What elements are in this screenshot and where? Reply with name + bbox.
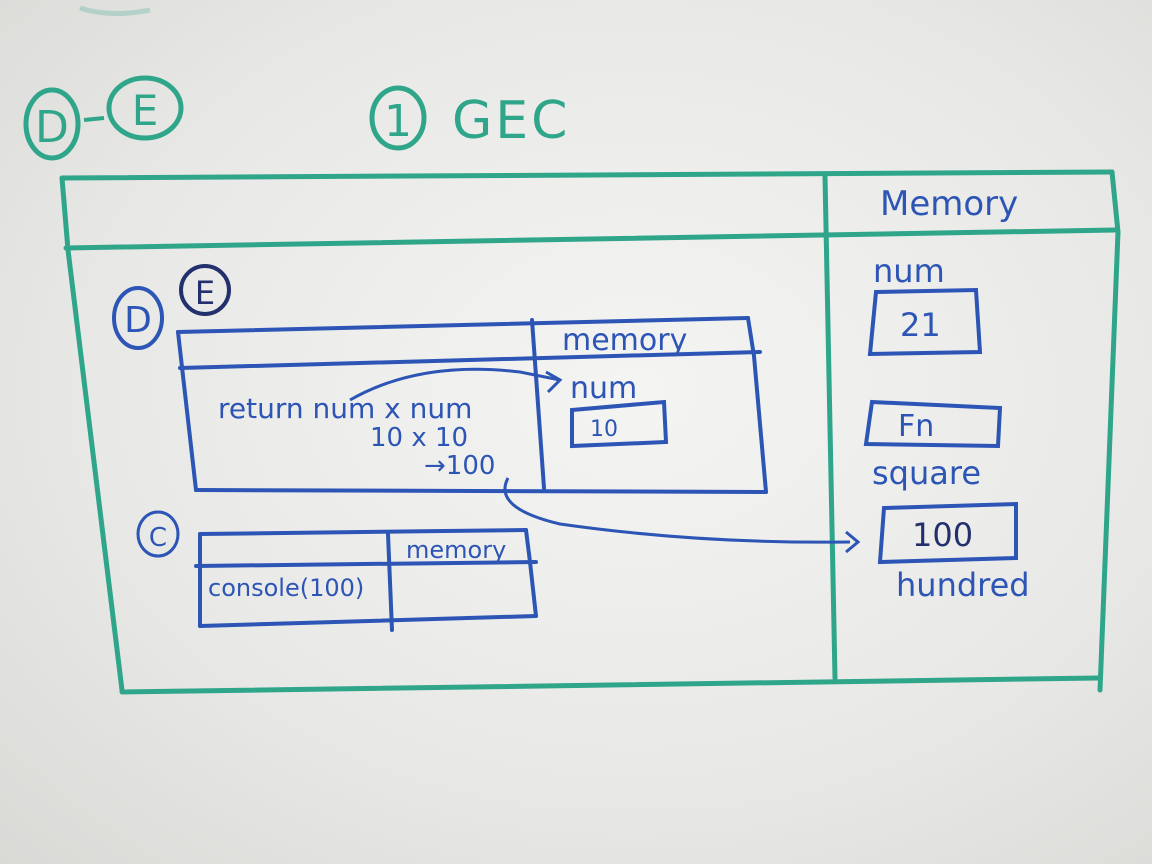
heading-title: GEC <box>452 91 570 151</box>
marker-e-label: E <box>132 86 159 135</box>
circle-c-icon <box>136 510 180 558</box>
circle-d-small-icon <box>112 286 164 350</box>
top-left-markers: D E <box>23 75 184 161</box>
fn-context-markers: D E <box>112 264 231 350</box>
gec-heading: 1 GEC <box>369 85 570 151</box>
fn-marker-e: E <box>195 274 215 312</box>
console-memory-header: memory <box>406 536 506 564</box>
circle-e-small-icon <box>179 264 231 316</box>
circle-e-icon <box>106 75 184 141</box>
circle-d-icon <box>23 87 81 161</box>
arrow-to-num <box>349 367 561 402</box>
arrow-head-num-icon <box>545 370 563 394</box>
marker-d-label: D <box>35 102 69 153</box>
fn-memory-header: memory <box>562 323 687 358</box>
console-context: C memory console(100) <box>136 510 538 632</box>
fn-code-multiply: 10 x 10 <box>370 423 468 453</box>
fn-code-result: →100 <box>424 451 495 481</box>
memory-hundred-box <box>877 501 1018 565</box>
heading-step: 1 <box>384 96 412 147</box>
circle-one-icon <box>369 85 427 151</box>
fn-code-return: return num x num <box>218 392 472 425</box>
fn-memory-num-box <box>570 399 669 449</box>
gec-memory-header: Memory <box>880 184 1018 224</box>
console-marker: C <box>149 523 167 553</box>
fn-marker-d: D <box>124 300 152 341</box>
memory-num-value: 21 <box>900 306 941 344</box>
gec-memory-column: num 21 Fn square 100 hundred <box>863 252 1030 604</box>
ghost-marks <box>79 5 151 17</box>
console-code: console(100) <box>208 574 364 602</box>
fn-memory-num-value: 10 <box>590 417 618 442</box>
memory-hundred-label: hundred <box>896 566 1030 604</box>
memory-fn-box <box>863 399 1003 449</box>
arrow-to-hundred <box>503 477 851 544</box>
memory-num-label: num <box>873 252 945 290</box>
memory-fn-value: Fn <box>898 409 934 444</box>
memory-square-label: square <box>872 454 981 492</box>
fn-context-box <box>176 316 768 494</box>
memory-num-box <box>867 287 983 357</box>
fn-memory-num-label: num <box>570 371 637 406</box>
arrow-head-hundred-icon <box>845 530 861 554</box>
gec-frame <box>59 169 1121 695</box>
memory-hundred-value: 100 <box>912 516 973 554</box>
dash-divider <box>83 116 105 122</box>
